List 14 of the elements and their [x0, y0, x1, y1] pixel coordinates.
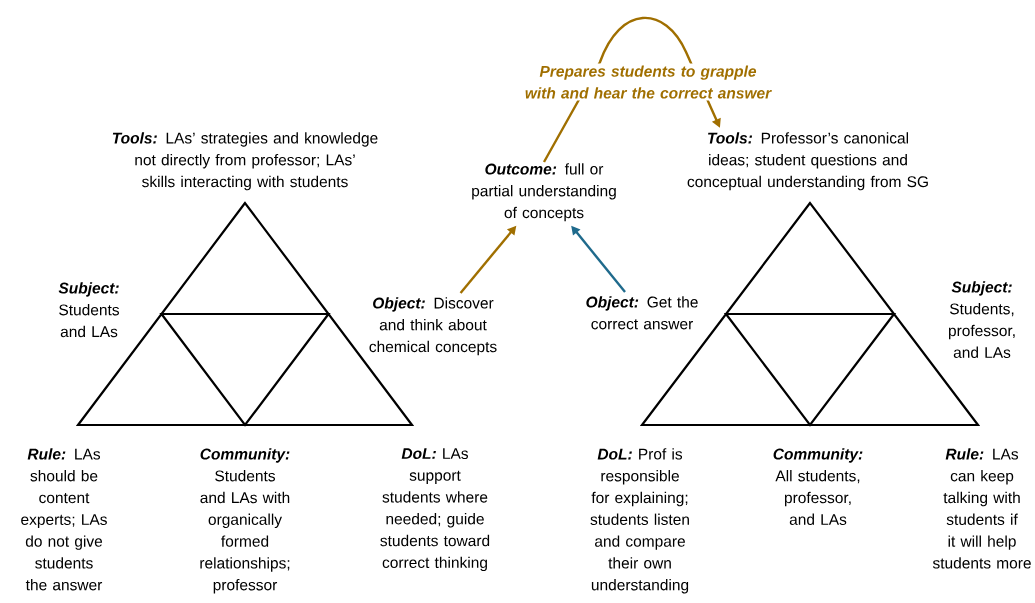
label-text: DoL: Prof is responsible for explaining; students listen and compare their own understanding	[590, 448, 689, 594]
label-text: Outcome: full or partial understanding of concepts	[472, 163, 616, 222]
label-text: Rule: LAs should be content experts; LAs do not give students the answer	[21, 448, 107, 591]
label-text: Tools: Professor’s canonical ideas; student questions and conceptual understanding from SG	[687, 132, 928, 191]
label-text: Object: Get the correct answer	[586, 296, 698, 330]
label-text: Community: All students, professor, and LAs	[773, 448, 863, 525]
edge-label: Prepares students to grapple with and hear the correct answer	[518, 63, 778, 101]
label-text: Subject: Students, professor, and LAs	[949, 281, 1015, 358]
label-text: Community: Students and LAs with organically formed relationships; professor	[200, 448, 290, 594]
label-text: Object: Discover and think about chemical concepts	[369, 297, 497, 356]
label-text: Rule: LAs can keep talking with students if it will help students more	[932, 448, 1031, 569]
label-text: Tools: LAs’ strategies and knowledge not directly from professor; LAs’ skills interacting with students	[112, 132, 378, 191]
label-text: DoL: LAs support students where needed; guide students toward correct thinking	[380, 448, 490, 572]
label-text: Subject: Students and LAs	[58, 282, 119, 338]
